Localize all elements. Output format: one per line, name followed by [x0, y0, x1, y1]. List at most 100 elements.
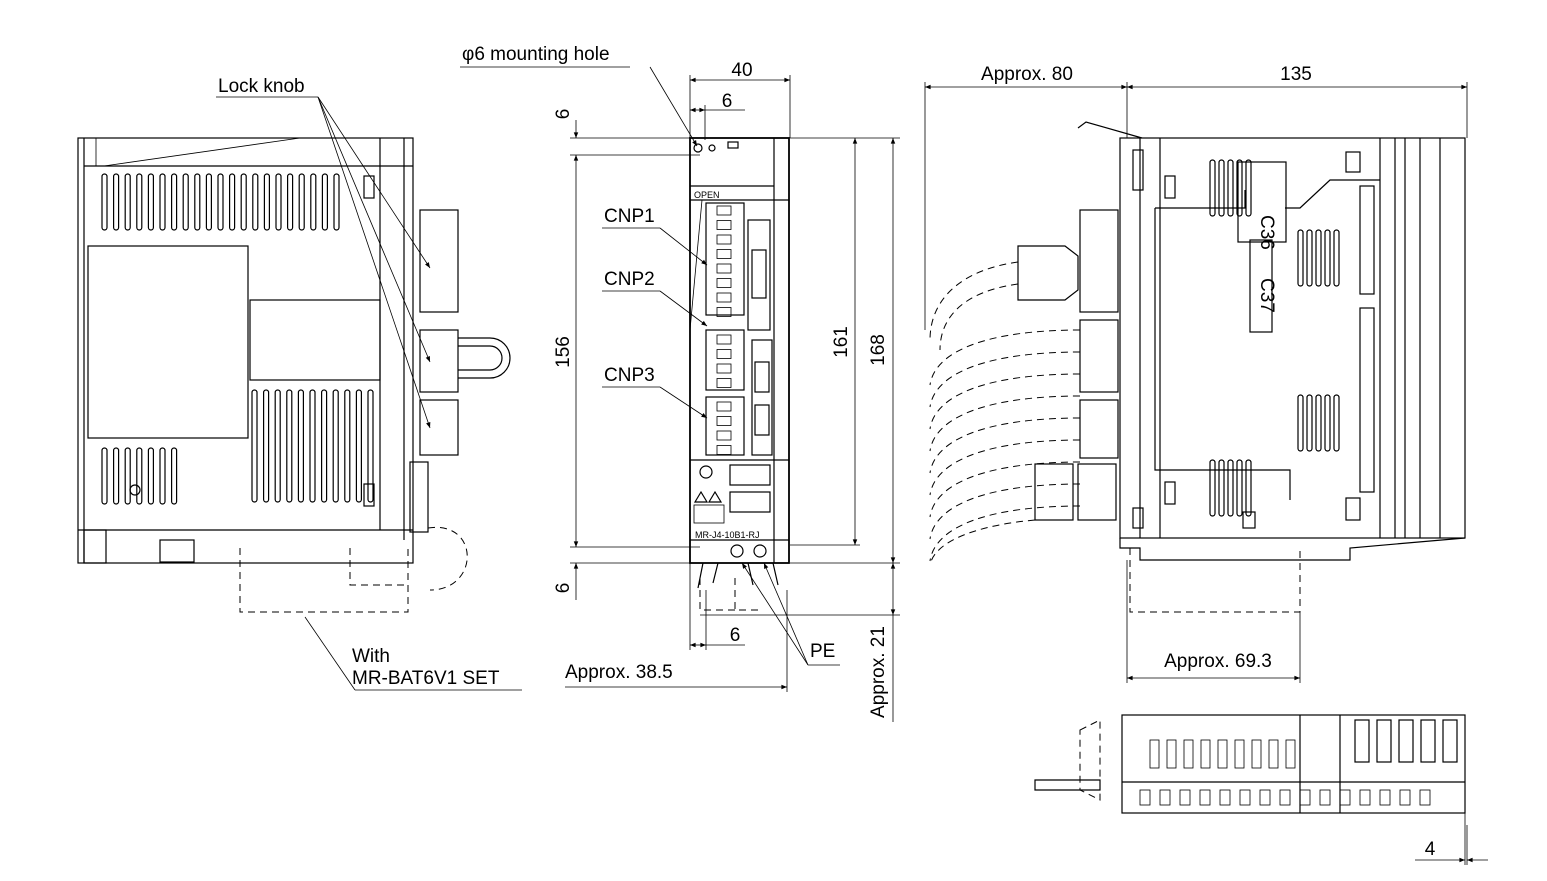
- vent-slot: [1333, 229, 1340, 287]
- cable: [929, 395, 1081, 452]
- vent-slot: [1236, 459, 1243, 517]
- bottom-terminal: [1420, 719, 1436, 763]
- dim-4: 4: [1425, 839, 1436, 860]
- bottom-slot: [1219, 789, 1231, 806]
- front-labels: [460, 66, 840, 666]
- vent-slot: [1333, 394, 1340, 452]
- bottom-slot: [1379, 789, 1391, 806]
- connector-pin: [716, 278, 732, 288]
- cnp1-label: CNP1: [604, 206, 655, 227]
- vent-slot: [171, 173, 178, 231]
- bottom-slot: [1251, 739, 1262, 769]
- vent-slot: [1306, 229, 1313, 287]
- battery-label-line1: With: [352, 646, 390, 667]
- bottom-slot: [1166, 739, 1177, 769]
- open-text: OPEN: [694, 190, 720, 200]
- vent-slot: [147, 173, 154, 231]
- cnp3-label: CNP3: [604, 365, 655, 386]
- vent-slot: [1324, 229, 1331, 287]
- vent-slot: [1245, 159, 1252, 217]
- bottom-slot: [1285, 739, 1296, 769]
- dim-40: 40: [731, 60, 752, 81]
- lock-knob-label: Lock knob: [218, 76, 305, 97]
- connector-pin: [716, 220, 732, 230]
- vent-slot: [1209, 459, 1216, 517]
- connector-pin: [716, 263, 732, 274]
- vent-slot: [1209, 159, 1216, 217]
- connector-pin: [716, 401, 732, 412]
- vent-slot: [240, 173, 247, 231]
- bottom-terminal: [1354, 719, 1370, 763]
- bottom-terminal: [1398, 719, 1414, 763]
- connector-pin: [716, 249, 732, 259]
- vent-slot: [321, 389, 328, 503]
- vent-slot: [310, 173, 317, 231]
- front-view: OPEN MR-J4-10B1-RJ: [689, 137, 790, 611]
- cable: [929, 505, 1081, 562]
- cable: [929, 351, 1081, 408]
- vent-slot: [1297, 229, 1304, 287]
- cable: [929, 439, 1081, 496]
- connector-pin: [716, 416, 732, 426]
- connector-pin: [716, 363, 732, 374]
- dim-6-bottom: 6: [553, 583, 574, 594]
- bottom-slot: [1149, 739, 1160, 769]
- vent-slot: [1297, 394, 1304, 452]
- vent-slot: [297, 389, 304, 503]
- bottom-slot: [1339, 789, 1351, 806]
- left-side-view: [77, 137, 522, 691]
- vent-slot: [321, 173, 328, 231]
- vent-slot: [194, 173, 201, 231]
- vent-slot: [1306, 394, 1313, 452]
- front-dimensions: [565, 75, 900, 722]
- vent-slot: [159, 173, 166, 231]
- vent-slot: [159, 447, 166, 505]
- cable: [929, 417, 1081, 474]
- vent-slot: [298, 173, 305, 231]
- bottom-slot: [1399, 789, 1411, 806]
- cable: [929, 483, 1081, 540]
- bottom-slot: [1139, 789, 1151, 806]
- vent-slot: [332, 389, 339, 503]
- cable: [929, 519, 1036, 566]
- bottom-slot: [1159, 789, 1171, 806]
- bottom-slot: [1239, 789, 1251, 806]
- lock-knob-callout: [216, 96, 431, 429]
- vent-slot: [1245, 459, 1252, 517]
- bottom-slot: [1183, 739, 1194, 769]
- dim-approx-38-5: Approx. 38.5: [565, 662, 673, 683]
- dim-6-hole-top: 6: [722, 91, 733, 112]
- vent-slot: [286, 389, 293, 503]
- connector-pin: [716, 378, 732, 388]
- vent-slot: [136, 173, 143, 231]
- dim-6-top: 6: [553, 109, 574, 120]
- vent-slot: [124, 447, 131, 505]
- vent-slot: [1227, 459, 1234, 517]
- vent-slot: [124, 173, 131, 231]
- cable: [929, 373, 1081, 430]
- bottom-terminal: [1376, 719, 1392, 763]
- vent-slot: [1324, 394, 1331, 452]
- bottom-terminal: [1442, 719, 1458, 763]
- vent-slot: [252, 173, 259, 231]
- bottom-slot: [1279, 789, 1291, 806]
- connector-pin: [716, 445, 732, 455]
- cable: [929, 461, 1081, 518]
- connector-pin: [716, 430, 732, 441]
- vent-slot: [205, 173, 212, 231]
- bottom-slot: [1217, 739, 1228, 769]
- dim-161: 161: [831, 326, 852, 358]
- vent-slot: [309, 389, 316, 503]
- vent-slot: [147, 447, 154, 505]
- dim-approx-21: Approx. 21: [868, 626, 889, 718]
- bottom-slot: [1319, 789, 1331, 806]
- bottom-slot: [1299, 789, 1311, 806]
- vent-slot: [1227, 159, 1234, 217]
- dim-approx-69-3: Approx. 69.3: [1164, 651, 1272, 672]
- vent-slot: [367, 389, 374, 503]
- vent-slot: [217, 173, 224, 231]
- vent-slot: [287, 173, 294, 231]
- cable: [939, 283, 1019, 351]
- cable: [929, 329, 1081, 386]
